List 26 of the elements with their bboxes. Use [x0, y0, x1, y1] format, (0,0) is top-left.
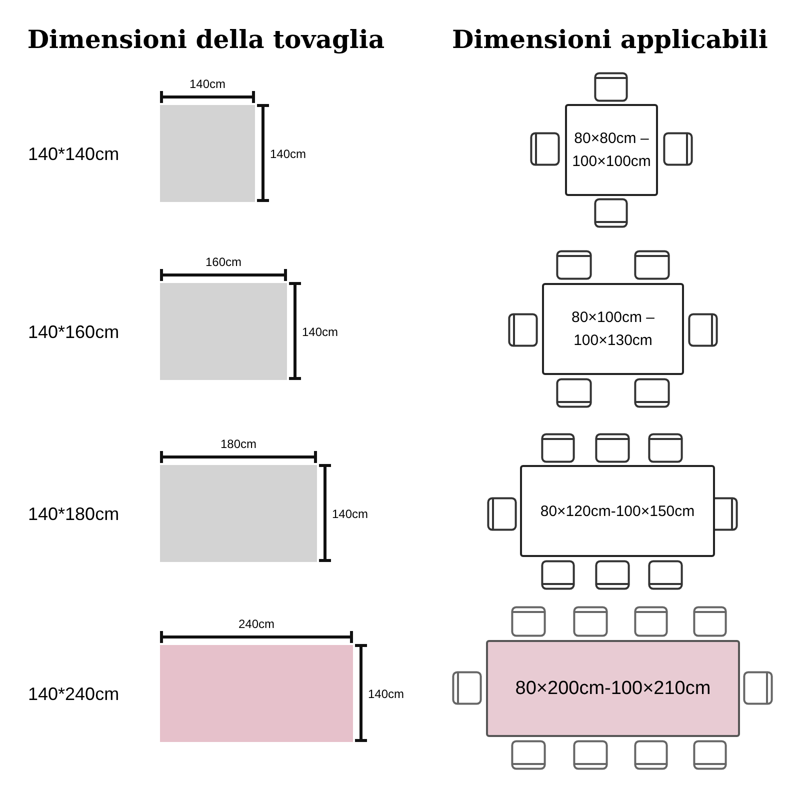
dimension-label: 160cm — [204, 255, 243, 269]
table-size-text: 80×120cm-100×150cm — [539, 502, 696, 522]
dimension-label: 240cm — [237, 617, 276, 631]
table-rectangle — [542, 283, 684, 375]
table-rectangle — [486, 640, 740, 737]
dimension-label: 140cm — [302, 324, 338, 338]
tablecloth-rectangle — [160, 283, 287, 380]
column-heading: Dimensioni applicabili — [451, 24, 769, 56]
tablecloth-rectangle — [160, 105, 255, 202]
table-size-text: 80×200cm-100×210cm — [514, 677, 712, 700]
dimension-label: 140cm — [332, 506, 368, 520]
size-label: 140*140cm — [28, 142, 120, 164]
dimension-label: 140cm — [368, 686, 404, 700]
tablecloth-rectangle — [160, 645, 353, 742]
table-rectangle — [565, 104, 658, 196]
dimension-label: 140cm — [270, 146, 306, 160]
dimension-label: 180cm — [219, 437, 258, 451]
dimension-label: 140cm — [188, 77, 227, 91]
table-rectangle — [520, 465, 715, 557]
size-label: 140*180cm — [28, 502, 120, 524]
column-heading: Dimensioni della tovaglia — [26, 24, 386, 56]
tablecloth-rectangle — [160, 465, 317, 562]
size-label: 140*160cm — [28, 320, 120, 342]
table-size-text: 80×100cm – 100×130cm — [570, 308, 656, 351]
table-size-text: 80×80cm – 100×100cm — [571, 129, 652, 172]
size-label: 140*240cm — [28, 682, 120, 704]
